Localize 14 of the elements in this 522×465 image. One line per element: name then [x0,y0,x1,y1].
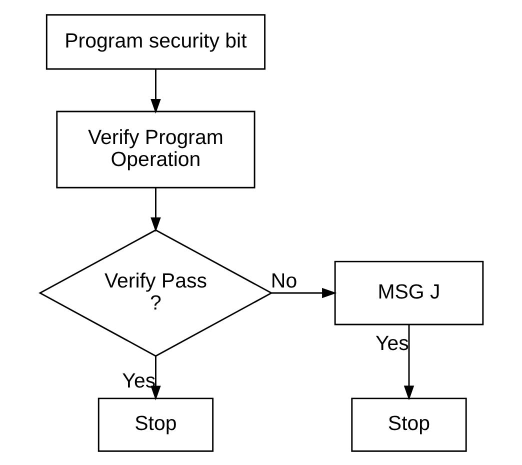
edge-label: Yes [374,332,408,355]
node-box: Stop [350,397,466,452]
arrow [150,68,160,114]
node-box: Program security bit [45,14,266,70]
arrow [403,324,414,400]
node-box: Stop [97,397,214,452]
arrow [271,287,336,298]
edge-label: No [270,268,297,292]
edge-label: Yes [122,369,156,392]
arrow [150,187,160,232]
node-box: Verify Program Operation [56,110,255,188]
arrow [150,356,160,400]
node-diamond: Verify Pass ? [38,228,272,356]
node-box: MSG J [334,260,484,325]
